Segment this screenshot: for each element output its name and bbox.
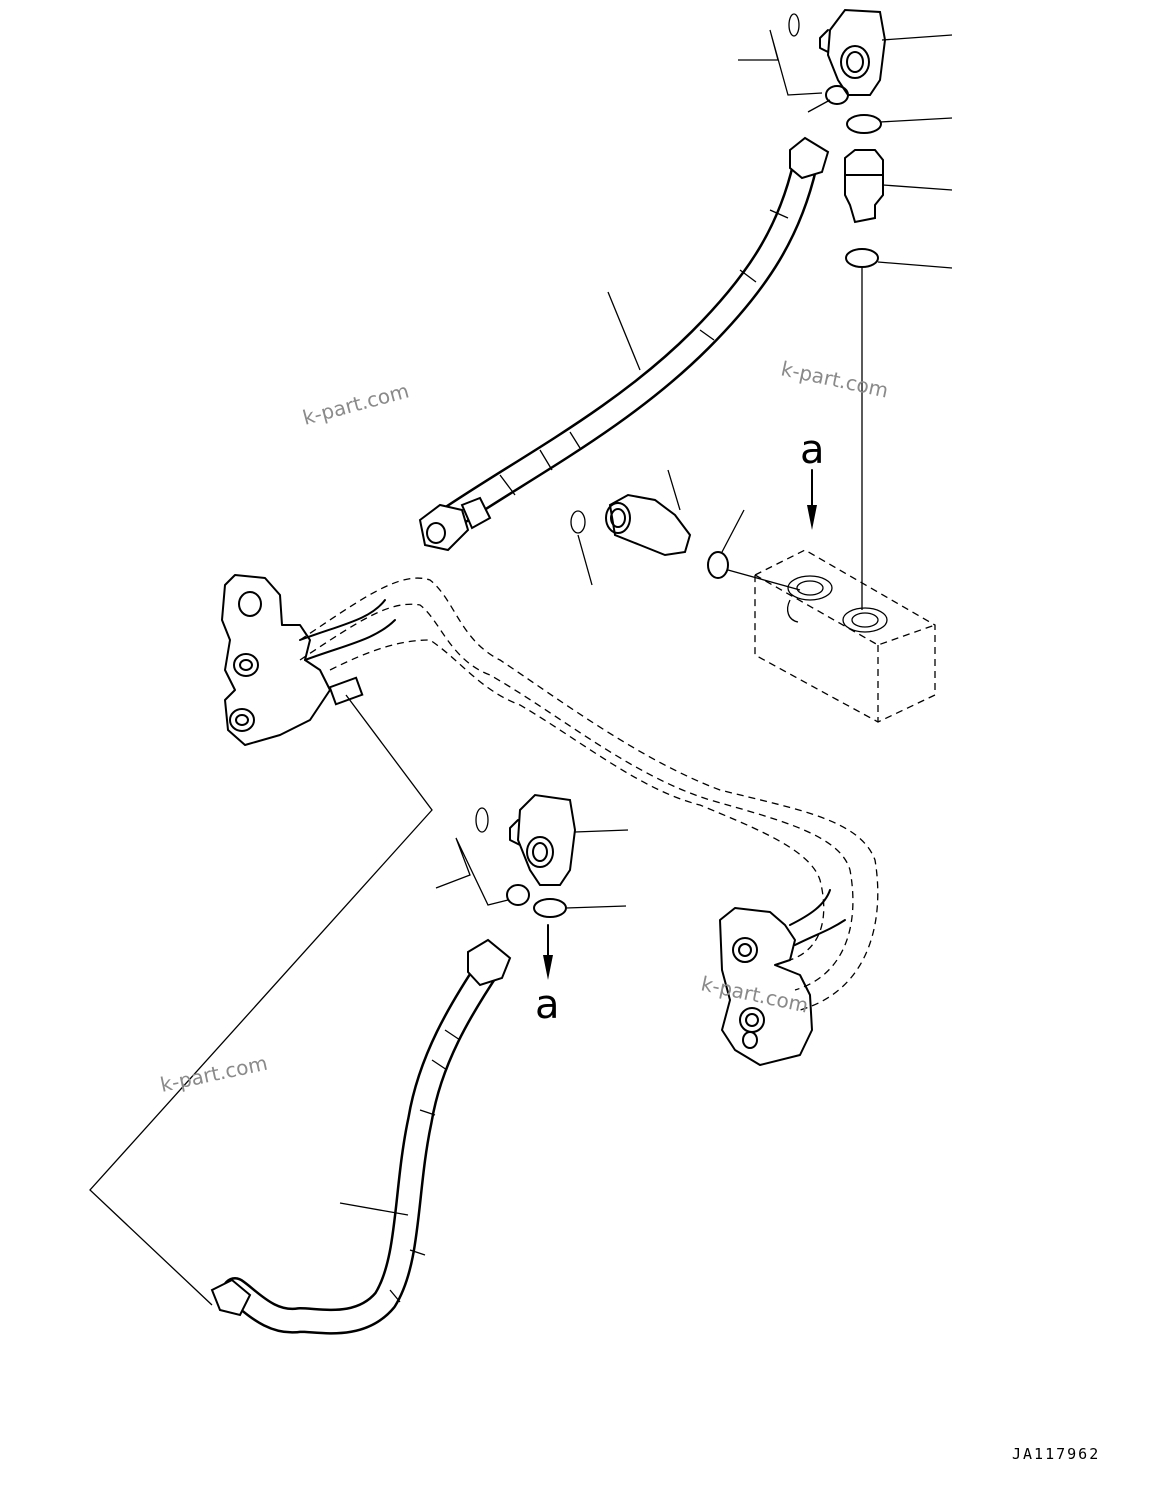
leader-lines	[89, 29, 953, 1306]
view-arrow-lower: a	[535, 924, 560, 1028]
view-arrow-upper: a	[800, 427, 825, 530]
watermark: k-part.com	[779, 356, 891, 402]
pipe-bracket-right	[719, 889, 846, 1066]
elbow-fitting-lower	[475, 793, 577, 918]
valve-block-phantom	[754, 549, 936, 723]
watermark: k-part.com	[300, 378, 411, 429]
watermark: k-part.com	[699, 971, 811, 1017]
elbow-fitting-middle	[570, 493, 801, 591]
phantom-pipes	[299, 577, 879, 1011]
watermark: k-part.com	[158, 1051, 270, 1097]
pipe-bracket-left	[221, 574, 396, 746]
upper-hose	[418, 136, 830, 552]
drawing-code: JA117962	[1012, 1445, 1100, 1463]
view-label-upper: a	[800, 427, 825, 473]
orings-and-adapter	[844, 114, 884, 610]
lower-hose	[210, 938, 512, 1335]
view-label-lower: a	[535, 982, 560, 1028]
elbow-fitting-top	[788, 8, 887, 105]
